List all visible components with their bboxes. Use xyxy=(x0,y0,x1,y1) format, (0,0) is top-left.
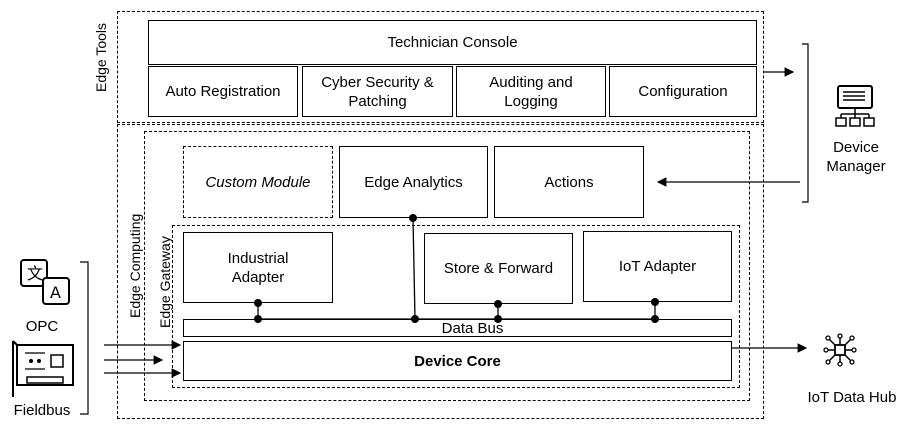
edge-tools-region xyxy=(117,11,764,123)
junction-dot xyxy=(254,299,262,307)
circuit-board-icon xyxy=(12,340,74,397)
junction-dot xyxy=(651,298,659,306)
edge-gateway-region xyxy=(172,225,740,388)
iot-adapter: IoT Adapter xyxy=(583,231,732,302)
junction-dot xyxy=(494,300,502,308)
fieldbus-label: Fieldbus xyxy=(13,402,71,419)
network-monitor-icon xyxy=(835,85,875,127)
junction-dot xyxy=(409,214,417,222)
actions: Actions xyxy=(494,146,644,218)
technician-console: Technician Console xyxy=(148,20,757,65)
translate-icon: 文 A xyxy=(20,259,70,305)
iot-data-hub-label: IoT Data Hub xyxy=(807,389,897,406)
junction-dot xyxy=(651,315,659,323)
junction-dot xyxy=(411,315,419,323)
device-manager-label: Device Manager xyxy=(826,139,886,175)
cyber-security-module: Cyber Security & Patching xyxy=(302,66,453,117)
custom-module-label: Custom Module xyxy=(205,173,311,191)
edge-inner-region xyxy=(144,131,750,401)
auditing-logging-module: Auditing and Logging xyxy=(456,66,606,117)
svg-text:文: 文 xyxy=(27,264,43,283)
industrial-adapter: Industrial Adapter xyxy=(183,232,333,303)
svg-text:A: A xyxy=(50,283,61,302)
hub-network-icon xyxy=(823,333,857,367)
junction-dot xyxy=(494,315,502,323)
device-core: Device Core xyxy=(183,341,732,381)
custom-module: Custom Module xyxy=(183,146,333,218)
edge-analytics: Edge Analytics xyxy=(339,146,488,218)
auto-registration-module: Auto Registration xyxy=(148,66,298,117)
junction-dot xyxy=(254,315,262,323)
edge-computing-region xyxy=(117,124,764,419)
opc-label: OPC xyxy=(25,318,59,335)
store-forward: Store & Forward xyxy=(424,233,573,304)
configuration-module: Configuration xyxy=(609,66,757,117)
